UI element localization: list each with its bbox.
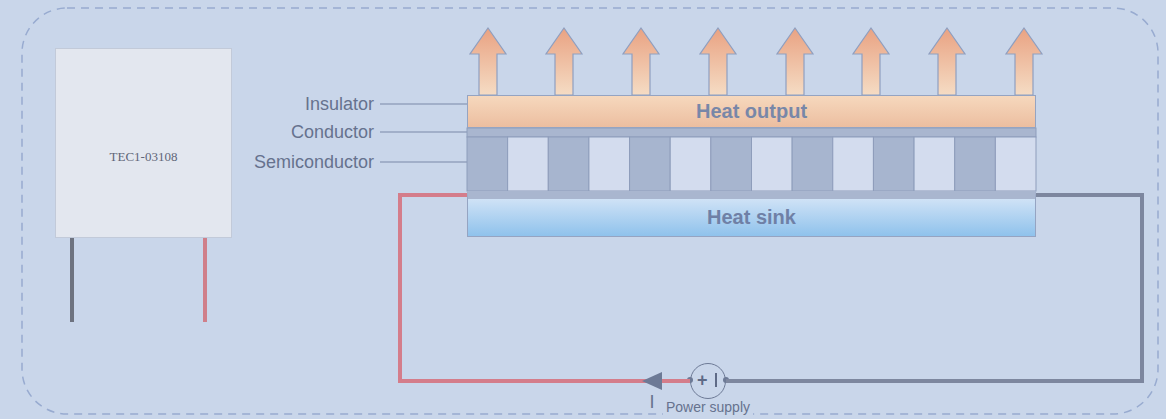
leader-line: [380, 131, 467, 132]
heat-arrow: [470, 28, 506, 95]
semiconductor-block: [670, 137, 711, 191]
semiconductor-block: [792, 137, 833, 191]
part-label: Insulator: [305, 93, 374, 115]
module-wire: [70, 236, 74, 322]
semiconductor-block: [589, 137, 630, 191]
module-photo: TEC1-03108: [55, 48, 232, 238]
power-supply-symbol: +Power supply: [690, 363, 726, 399]
part-label: Conductor: [291, 121, 374, 143]
node-label: +: [697, 370, 708, 390]
semiconductor-block: [873, 137, 914, 191]
semiconductor-block: [955, 137, 996, 191]
part-label: Semiconductor: [254, 151, 374, 173]
semiconductor-block: [467, 137, 508, 191]
current-arrowhead: [642, 372, 662, 390]
heat-arrow: [623, 28, 659, 95]
semiconductor-layer: [467, 137, 1036, 191]
module-wire: [203, 236, 207, 322]
heat-arrow: [1006, 28, 1042, 95]
minus-symbol: [715, 373, 717, 387]
semiconductor-block: [630, 137, 671, 191]
semiconductor-block: [833, 137, 874, 191]
node-label: Heat sink: [707, 206, 796, 229]
leader-line: [380, 103, 467, 104]
heat-sink-band: Heat sink: [467, 191, 1036, 237]
semiconductor-block: [711, 137, 752, 191]
semiconductor-block: [548, 137, 589, 191]
heat-arrow: [700, 28, 736, 95]
heat-arrow: [777, 28, 813, 95]
dashed-frame: [22, 8, 1158, 414]
node-label: Heat output: [696, 100, 807, 123]
heat-arrow: [929, 28, 965, 95]
insulator-band: Heat output: [467, 95, 1036, 128]
semiconductor-block: [508, 137, 549, 191]
semiconductor-block: [914, 137, 955, 191]
heat-arrow: [546, 28, 582, 95]
node-label: Power supply: [663, 400, 753, 415]
semiconductor-block: [752, 137, 793, 191]
heat-arrow: [853, 28, 889, 95]
leader-line: [380, 161, 467, 162]
semiconductor-block: [995, 137, 1036, 191]
conductor-layer: [467, 128, 1036, 137]
current-label: I: [649, 391, 654, 413]
heat-arrows: [470, 28, 1042, 95]
node-label: TEC1-03108: [56, 149, 231, 165]
